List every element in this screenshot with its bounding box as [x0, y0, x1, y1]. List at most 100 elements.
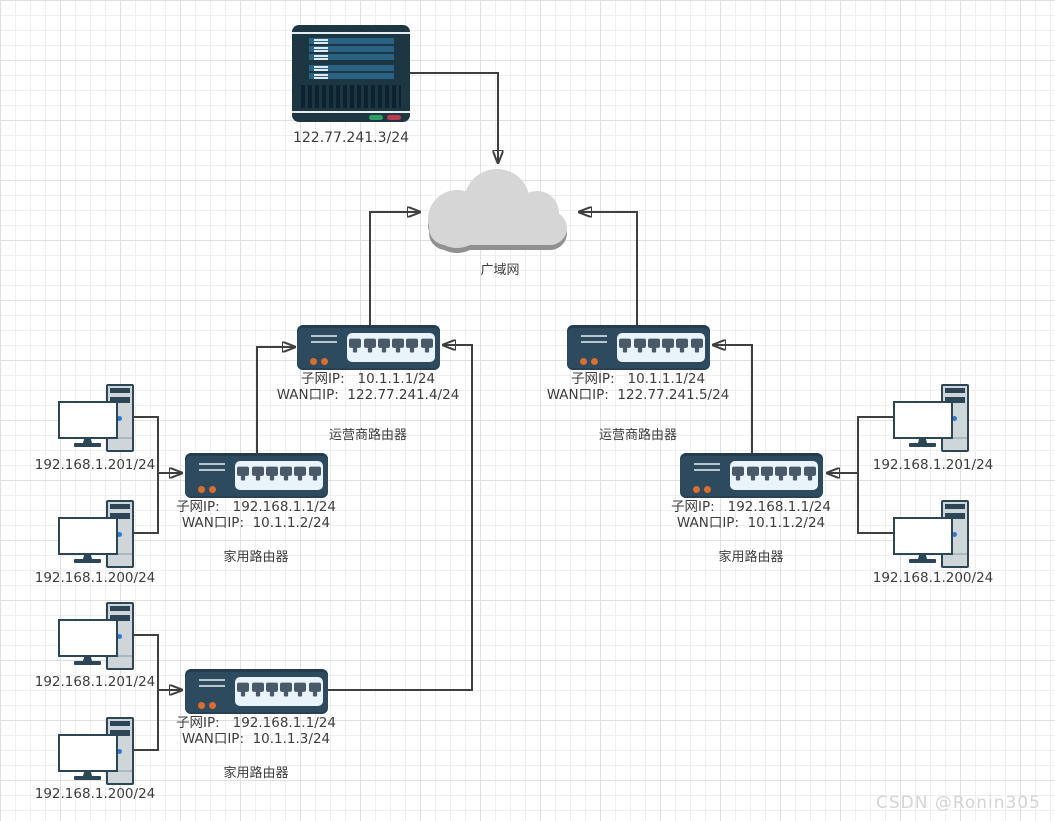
- ethernet-port-icon: [349, 338, 362, 353]
- ethernet-port-icon: [377, 338, 390, 353]
- connection-home-left-to-isp-left: [256, 347, 294, 453]
- router-isp-left: [297, 325, 440, 370]
- router-vents: [199, 463, 225, 475]
- ethernet-port-icon: [308, 466, 321, 481]
- router-vents: [311, 335, 337, 347]
- router-icon: [567, 325, 710, 370]
- router-wan-ip: WAN口IP: 122.77.241.5/24: [546, 387, 730, 403]
- pc-monitor-icon: [58, 734, 118, 772]
- router-isp-right-ips: 子网IP: 10.1.1.1/24 WAN口IP: 122.77.241.5/2…: [528, 371, 748, 403]
- ethernet-port-icon: [662, 338, 675, 353]
- router-port-panel: [617, 333, 705, 362]
- pc-stand-base-icon: [909, 559, 936, 563]
- pc-tower-icon: [106, 602, 134, 670]
- router-home-bottom: [185, 669, 328, 714]
- ethernet-port-icon: [732, 466, 745, 481]
- ethernet-port-icon: [392, 338, 405, 353]
- wan-cloud-icon: [428, 169, 567, 253]
- router-home-right-ips: 子网IP: 192.168.1.1/24 WAN口IP: 10.1.1.2/24: [641, 499, 861, 531]
- bus-left-group-b: [134, 634, 159, 751]
- pc-left-a1: [58, 384, 138, 454]
- pc-stand-base-icon: [909, 443, 936, 447]
- ethernet-port-icon: [237, 466, 250, 481]
- csdn-watermark: CSDN @Ronin305: [875, 793, 1041, 813]
- ethernet-port-icon: [420, 338, 433, 353]
- pc-monitor-icon: [893, 401, 953, 439]
- router-port-panel: [347, 333, 435, 362]
- pc-ip-label: 192.168.1.200/24: [872, 570, 994, 586]
- router-vents: [199, 679, 225, 691]
- router-vents: [581, 335, 607, 347]
- router-home-left: [185, 453, 328, 498]
- ethernet-port-icon: [251, 682, 264, 697]
- pc-stand-icon: [83, 770, 92, 776]
- server-red-led: [387, 115, 401, 120]
- server-bottom-line: [292, 111, 410, 113]
- router-indicator-lights: [580, 350, 602, 369]
- router-icon: [680, 453, 823, 498]
- ethernet-port-icon: [775, 466, 788, 481]
- server-vent-icon: [301, 85, 401, 108]
- ethernet-port-icon: [406, 338, 419, 353]
- ethernet-port-icon: [789, 466, 802, 481]
- router-subnet-ip: 子网IP: 192.168.1.1/24: [176, 499, 336, 515]
- ethernet-port-icon: [251, 466, 264, 481]
- router-indicator-lights: [310, 350, 332, 369]
- pc-stand-icon: [83, 553, 92, 559]
- ethernet-port-icon: [676, 338, 689, 353]
- connection-isp-left-to-cloud: [369, 212, 419, 325]
- ethernet-port-icon: [760, 466, 773, 481]
- router-port-panel: [235, 461, 323, 490]
- server-green-led: [369, 115, 383, 120]
- ethernet-port-icon: [690, 338, 703, 353]
- pc-monitor-icon: [58, 517, 118, 555]
- pc-ip-label: 192.168.1.200/24: [34, 570, 156, 586]
- router-isp-right: [567, 325, 710, 370]
- router-subnet-ip: 子网IP: 10.1.1.1/24: [300, 371, 436, 387]
- pc-ip-label: 192.168.1.201/24: [34, 674, 156, 690]
- pc-ip-label: 192.168.1.201/24: [872, 457, 994, 473]
- router-wan-ip: WAN口IP: 10.1.1.3/24: [181, 731, 331, 747]
- ethernet-port-icon: [619, 338, 632, 353]
- router-home-left-type: 家用路由器: [223, 550, 289, 565]
- pc-right-2: [893, 500, 973, 570]
- router-isp-left-type: 运营商路由器: [328, 428, 407, 443]
- pc-stand-base-icon: [74, 443, 101, 447]
- server-top-line: [292, 32, 410, 34]
- router-home-right: [680, 453, 823, 498]
- pc-stand-base-icon: [74, 559, 101, 563]
- router-home-bottom-ips: 子网IP: 192.168.1.1/24 WAN口IP: 10.1.1.3/24: [146, 715, 366, 747]
- ethernet-port-icon: [294, 466, 307, 481]
- router-wan-ip: WAN口IP: 10.1.1.2/24: [676, 515, 826, 531]
- wan-cloud-label: 广域网: [480, 263, 520, 278]
- pc-stand-icon: [918, 437, 927, 443]
- router-subnet-ip: 子网IP: 192.168.1.1/24: [176, 715, 336, 731]
- router-subnet-ip: 子网IP: 10.1.1.1/24: [570, 371, 706, 387]
- server-icon: [292, 25, 410, 122]
- router-indicator-lights: [198, 478, 220, 497]
- ethernet-port-icon: [363, 338, 376, 353]
- ethernet-port-icon: [237, 682, 250, 697]
- ethernet-port-icon: [294, 682, 307, 697]
- router-isp-right-type: 运营商路由器: [598, 428, 677, 443]
- router-port-panel: [235, 677, 323, 706]
- ethernet-port-icon: [280, 682, 293, 697]
- pc-stand-icon: [83, 655, 92, 661]
- pc-stand-base-icon: [74, 776, 101, 780]
- pc-monitor-icon: [893, 517, 953, 555]
- router-isp-left-ips: 子网IP: 10.1.1.1/24 WAN口IP: 122.77.241.4/2…: [258, 371, 478, 403]
- server-ip-label: 122.77.241.3/24: [292, 130, 410, 146]
- router-wan-ip: WAN口IP: 10.1.1.2/24: [181, 515, 331, 531]
- ethernet-port-icon: [265, 682, 278, 697]
- ethernet-port-icon: [633, 338, 646, 353]
- router-vents: [694, 463, 720, 475]
- router-icon: [185, 669, 328, 714]
- router-home-left-ips: 子网IP: 192.168.1.1/24 WAN口IP: 10.1.1.2/24: [146, 499, 366, 531]
- pc-ip-label: 192.168.1.200/24: [34, 786, 156, 802]
- connection-server-to-cloud: [410, 72, 498, 162]
- pc-monitor-icon: [58, 401, 118, 439]
- router-port-panel: [730, 461, 818, 490]
- router-home-bottom-type: 家用路由器: [223, 766, 289, 781]
- pc-left-b1: [58, 602, 138, 672]
